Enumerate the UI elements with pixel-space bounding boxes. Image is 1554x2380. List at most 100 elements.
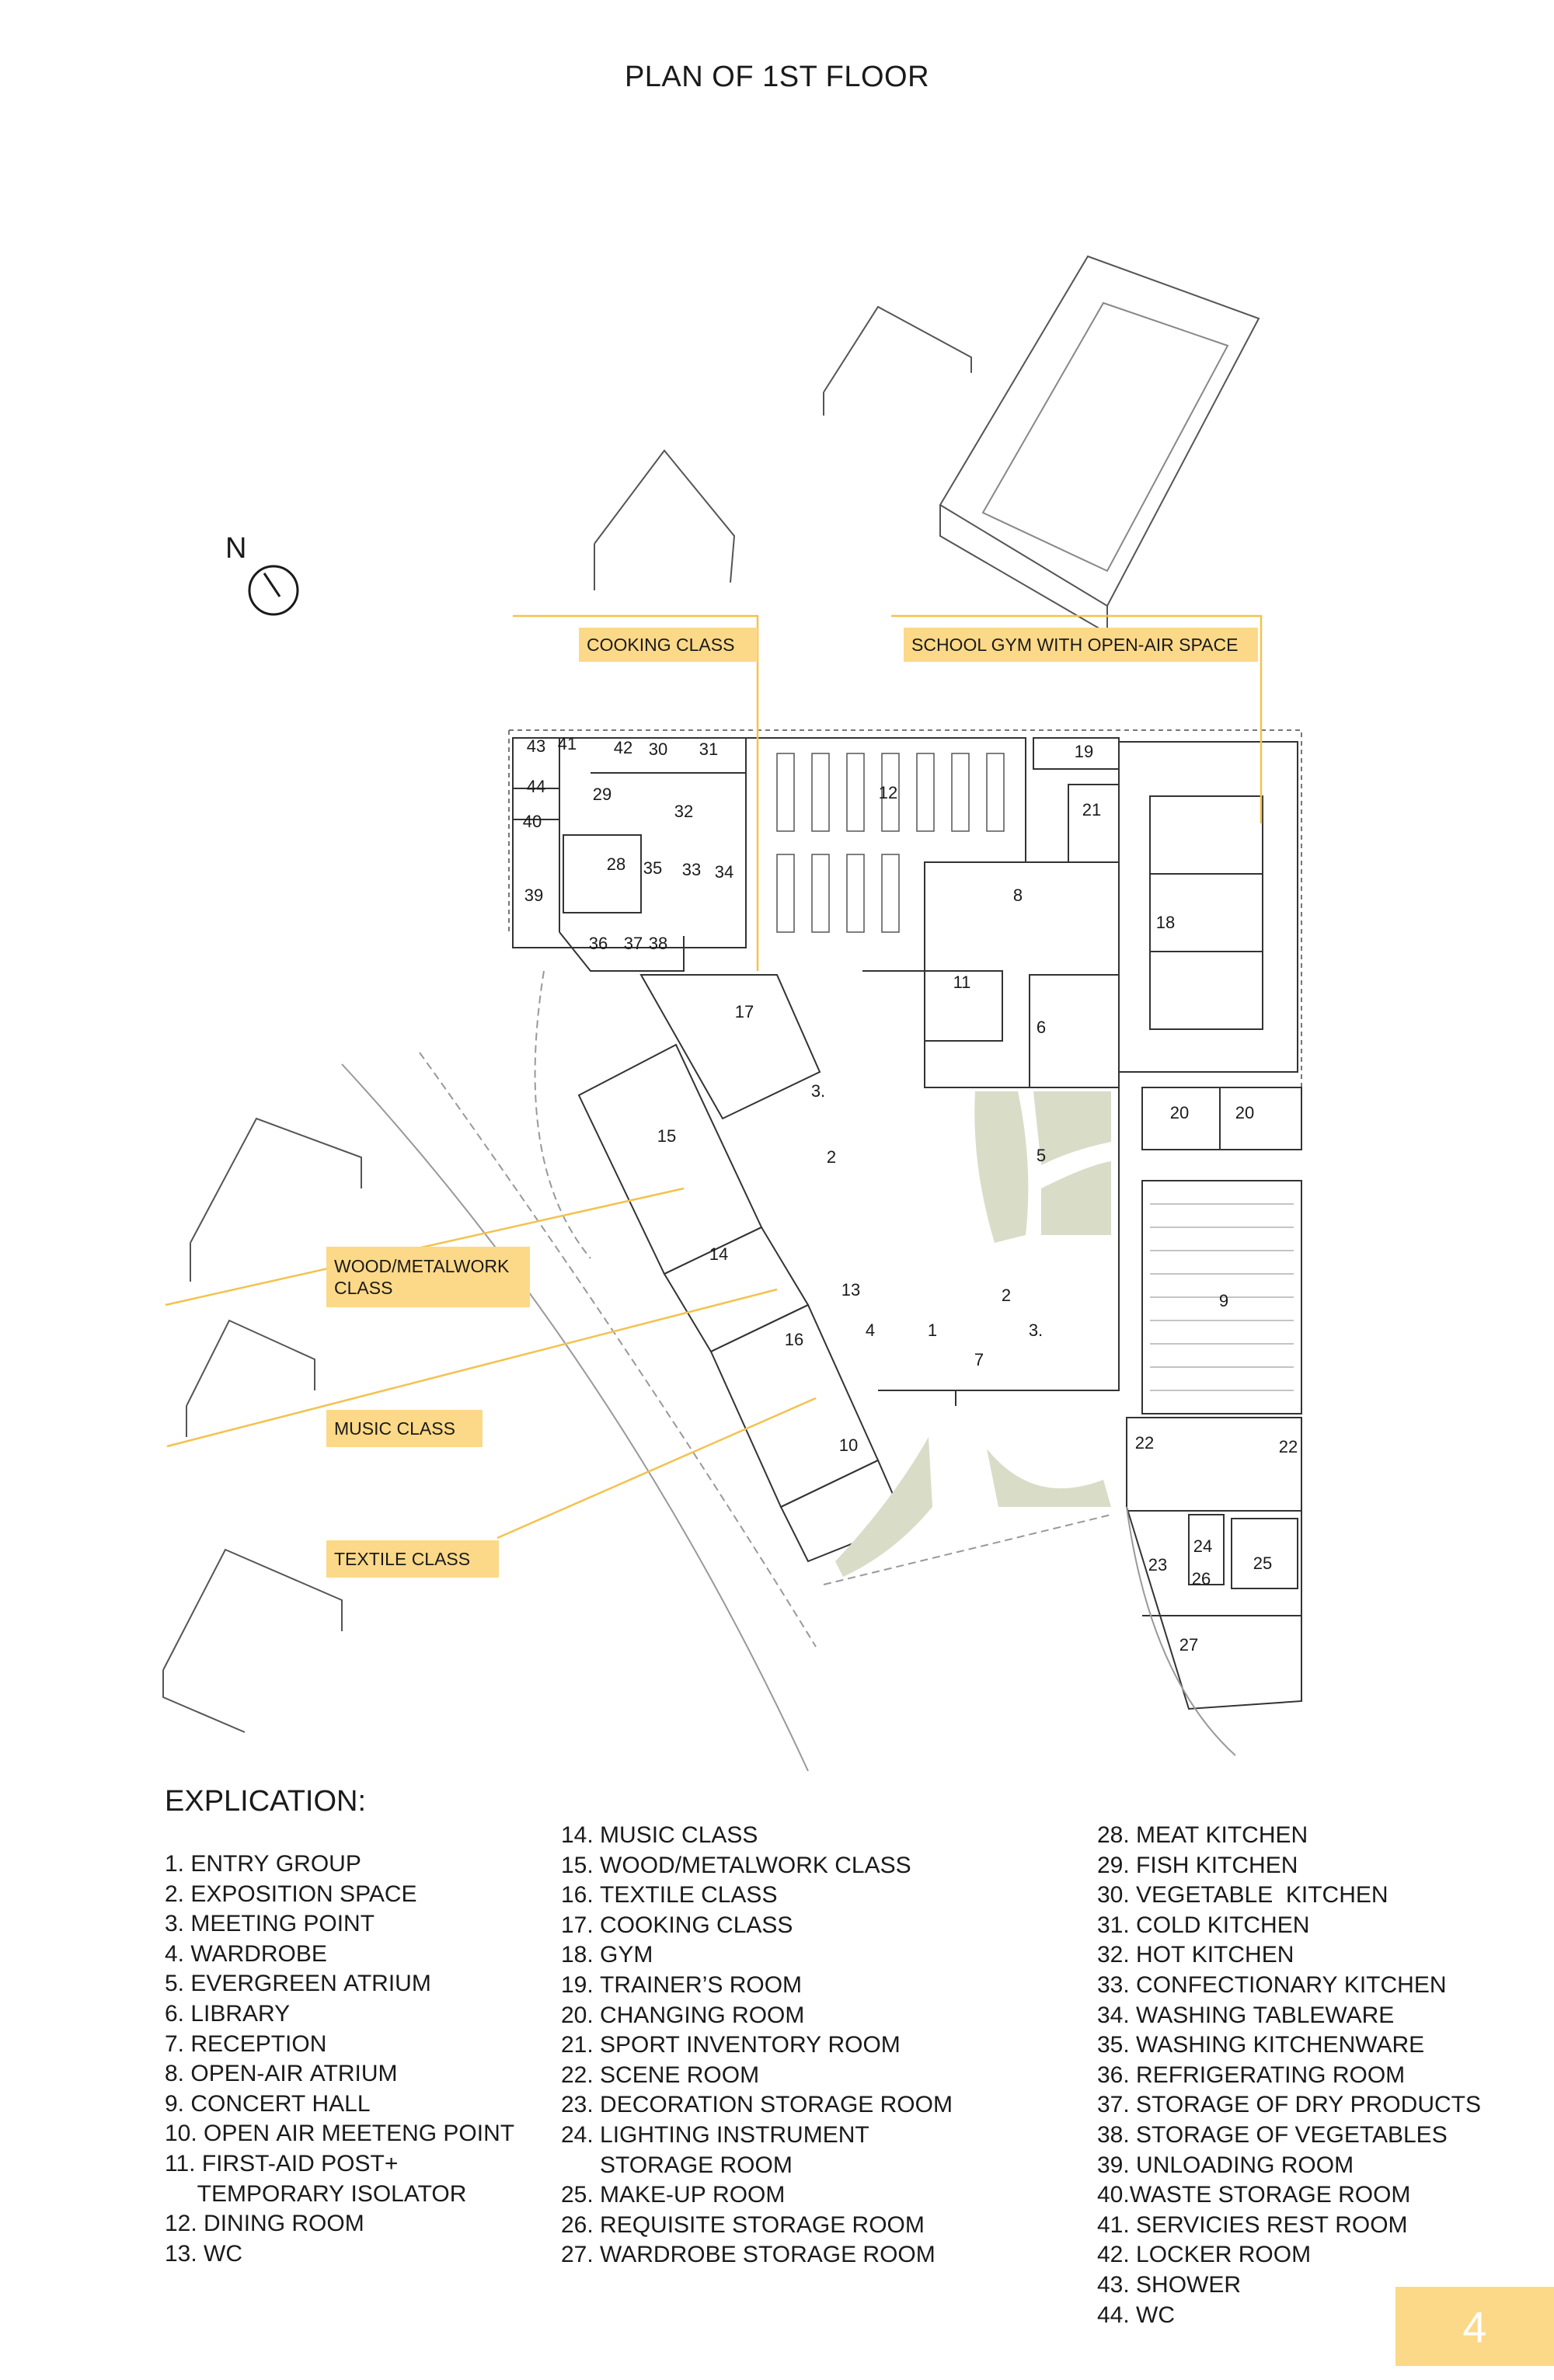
- legend-item: 12. DINING ROOM: [165, 2211, 364, 2237]
- legend-item: 34. WASHING TABLEWARE: [1097, 2002, 1395, 2028]
- room-number: 3.: [811, 1081, 825, 1101]
- room-number: 10: [839, 1435, 858, 1455]
- legend-item: 7. RECEPTION: [165, 2030, 327, 2057]
- legend-item: 30. VEGETABLE KITCHEN: [1097, 1882, 1388, 1909]
- room-number: 2: [1002, 1286, 1011, 1305]
- legend-item: 13. WC: [165, 2240, 243, 2267]
- page-number-badge: 4: [1395, 2287, 1554, 2366]
- legend-item: 9. CONCERT HALL: [165, 2090, 371, 2117]
- legend-item: 2. EXPOSITION SPACE: [165, 1881, 417, 1907]
- legend-item: 8. OPEN-AIR ATRIUM: [165, 2061, 398, 2087]
- legend-item: 6. LIBRARY: [165, 2000, 291, 2027]
- callout-cooking-class: COOKING CLASS: [579, 628, 758, 662]
- room-number: 13: [841, 1280, 860, 1300]
- room-number: 24: [1193, 1536, 1212, 1556]
- legend-item: 23. DECORATION STORAGE ROOM: [561, 2092, 953, 2118]
- legend-item: 26. REQUISITE STORAGE ROOM: [561, 2211, 925, 2238]
- room-number: 30: [649, 739, 667, 759]
- legend-item: 4. WARDROBE: [165, 1940, 327, 1967]
- room-number: 22: [1135, 1433, 1154, 1453]
- room-number: 15: [657, 1126, 676, 1146]
- legend-item: 24. LIGHTING INSTRUMENT: [561, 2121, 869, 2148]
- room-number: 12: [879, 783, 897, 802]
- room-number: 21: [1082, 800, 1101, 819]
- room-number: 23: [1148, 1555, 1167, 1574]
- room-number: 25: [1253, 1554, 1272, 1573]
- legend-item: 20. CHANGING ROOM: [561, 2002, 805, 2028]
- legend-item: 40.WASTE STORAGE ROOM: [1097, 2182, 1411, 2208]
- callout-textile-class: TEXTILE CLASS: [326, 1540, 499, 1578]
- room-number: 14: [709, 1244, 728, 1264]
- legend-item: 3. MEETING POINT: [165, 1911, 375, 1937]
- legend-item: 32. HOT KITCHEN: [1097, 1942, 1294, 1968]
- legend-item: 15. WOOD/METALWORK CLASS: [561, 1852, 911, 1878]
- room-number: 42: [614, 738, 632, 757]
- legend-item: 43. SHOWER: [1097, 2271, 1242, 2298]
- room-number: 16: [785, 1330, 803, 1349]
- room-number: 3.: [1029, 1320, 1043, 1340]
- legend-item: 39. UNLOADING ROOM: [1097, 2152, 1354, 2178]
- legend-item: 10. OPEN AIR MEETENG POINT: [165, 2121, 515, 2147]
- room-number: 5: [1037, 1146, 1046, 1165]
- room-number: 36: [589, 934, 608, 953]
- legend-item: 25. MAKE-UP ROOM: [561, 2182, 786, 2208]
- room-number: 34: [715, 862, 733, 882]
- legend-item: 11. FIRST-AID POST+: [165, 2150, 399, 2176]
- legend-item: 37. STORAGE OF DRY PRODUCTS: [1097, 2092, 1481, 2118]
- legend-item: TEMPORARY ISOLATOR: [165, 2180, 467, 2207]
- legend-item: 19. TRAINER’S ROOM: [561, 1971, 803, 1998]
- callout-wood-metalwork: WOOD/METALWORK CLASS: [326, 1247, 530, 1307]
- room-number: 9: [1219, 1291, 1228, 1310]
- legend-item: 27. WARDROBE STORAGE ROOM: [561, 2242, 936, 2268]
- page-title: PLAN OF 1ST FLOOR: [624, 61, 930, 93]
- legend-item: 35. WASHING KITCHENWARE: [1097, 2032, 1425, 2058]
- room-number: 37: [624, 934, 643, 953]
- room-number: 38: [649, 934, 667, 953]
- room-number: 19: [1075, 742, 1093, 761]
- legend-item: 42. LOCKER ROOM: [1097, 2242, 1312, 2268]
- legend-item: 18. GYM: [561, 1942, 653, 1968]
- north-arrow-icon: [248, 565, 299, 616]
- room-number: 44: [527, 777, 545, 796]
- room-number: 32: [674, 802, 693, 821]
- room-number: 43: [527, 736, 545, 756]
- legend-item: 44. WC: [1097, 2302, 1176, 2328]
- room-number: 1: [928, 1320, 937, 1340]
- legend-item: 36. REFRIGERATING ROOM: [1097, 2062, 1406, 2088]
- legend-item: 41. SERVICIES REST ROOM: [1097, 2211, 1408, 2238]
- room-number: 4: [866, 1320, 875, 1340]
- room-number: 40: [523, 812, 542, 831]
- room-number: 29: [593, 785, 611, 804]
- room-number: 26: [1192, 1569, 1211, 1588]
- legend-item: 16. TEXTILE CLASS: [561, 1882, 778, 1909]
- room-number: 6: [1037, 1018, 1046, 1037]
- room-number: 33: [682, 860, 701, 879]
- legend-item: 17. COOKING CLASS: [561, 1912, 793, 1938]
- legend-column-2: 14. MUSIC CLASS 15. WOOD/METALWORK CLASS 1…: [561, 1821, 953, 2270]
- legend-item: 22. SCENE ROOM: [561, 2062, 760, 2088]
- room-number: 18: [1156, 913, 1175, 932]
- room-number: 41: [558, 734, 577, 753]
- legend-item: 33. CONFECTIONARY KITCHEN: [1097, 1971, 1447, 1998]
- room-number: 7: [974, 1350, 984, 1369]
- legend-heading: EXPLICATION:: [165, 1785, 367, 1818]
- room-number: 27: [1179, 1635, 1198, 1655]
- room-number: 20: [1235, 1103, 1254, 1122]
- room-number: 28: [607, 854, 625, 874]
- room-number: 17: [735, 1002, 754, 1021]
- legend-item: 14. MUSIC CLASS: [561, 1822, 758, 1848]
- callout-music-class: MUSIC CLASS: [326, 1410, 483, 1447]
- legend-item: 38. STORAGE OF VEGETABLES: [1097, 2121, 1448, 2148]
- legend-item: 21. SPORT INVENTORY ROOM: [561, 2032, 901, 2058]
- room-number: 31: [699, 739, 718, 759]
- north-label: N: [225, 532, 247, 565]
- room-number: 39: [524, 886, 543, 905]
- legend-item: 29. FISH KITCHEN: [1097, 1852, 1298, 1878]
- room-number: 11: [953, 973, 971, 992]
- room-number: 8: [1013, 886, 1023, 905]
- room-number: 2: [827, 1147, 836, 1167]
